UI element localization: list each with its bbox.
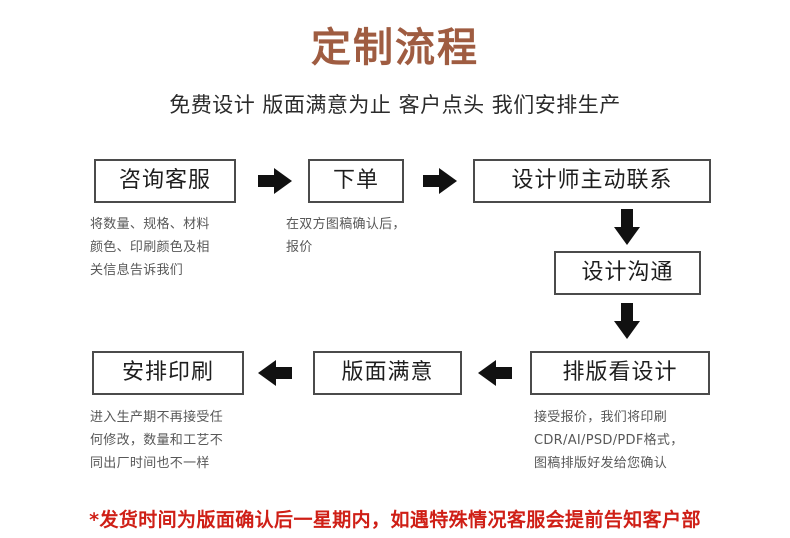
arrow-left-icon-layout-to-approve [478, 360, 512, 386]
arrow-head [274, 168, 292, 194]
arrow-shaft [621, 303, 633, 323]
arrow-head [614, 321, 640, 339]
arrow-shaft [621, 209, 633, 229]
page-subtitle: 免费设计 版面满意为止 客户点头 我们安排生产 [169, 93, 621, 117]
arrow-down-icon-designer-to-communication [614, 209, 640, 245]
page-title: 定制流程 [311, 25, 479, 71]
flow-box-arrange-printing: 安排印刷 [92, 351, 244, 395]
arrow-shaft [258, 175, 276, 187]
caption-consult: 将数量、规格、材料 颜色、印刷颜色及相 关信息告诉我们 [90, 217, 210, 278]
flow-box-order: 下单 [308, 159, 404, 203]
arrow-shaft [274, 367, 292, 379]
caption-arrange-printing: 进入生产期不再接受任 何修改，数量和工艺不 同出厂时间也不一样 [90, 410, 224, 471]
delivery-notice: *发货时间为版面确认后一星期内，如遇特殊情况客服会提前告知客户部 [89, 509, 701, 531]
arrow-head [614, 227, 640, 245]
flow-box-design-communication: 设计沟通 [554, 251, 701, 295]
arrow-down-icon-communication-to-layout [614, 303, 640, 339]
arrow-head [439, 168, 457, 194]
flow-box-layout-approved: 版面满意 [313, 351, 462, 395]
arrow-left-icon-approve-to-print [258, 360, 292, 386]
caption-layout-review: 接受报价，我们将印刷 CDR/AI/PSD/PDF格式， 图稿排版好发给您确认 [534, 410, 684, 471]
arrow-shaft [423, 175, 441, 187]
flow-box-consult: 咨询客服 [94, 159, 236, 203]
flow-box-designer-contact: 设计师主动联系 [473, 159, 711, 203]
arrow-head [258, 360, 276, 386]
arrow-right-icon-consult-to-order [258, 168, 292, 194]
arrow-head [478, 360, 496, 386]
arrow-shaft [494, 367, 512, 379]
arrow-right-icon-order-to-designer [423, 168, 457, 194]
flow-box-layout-review: 排版看设计 [530, 351, 710, 395]
caption-order: 在双方图稿确认后， 报价 [286, 217, 406, 255]
